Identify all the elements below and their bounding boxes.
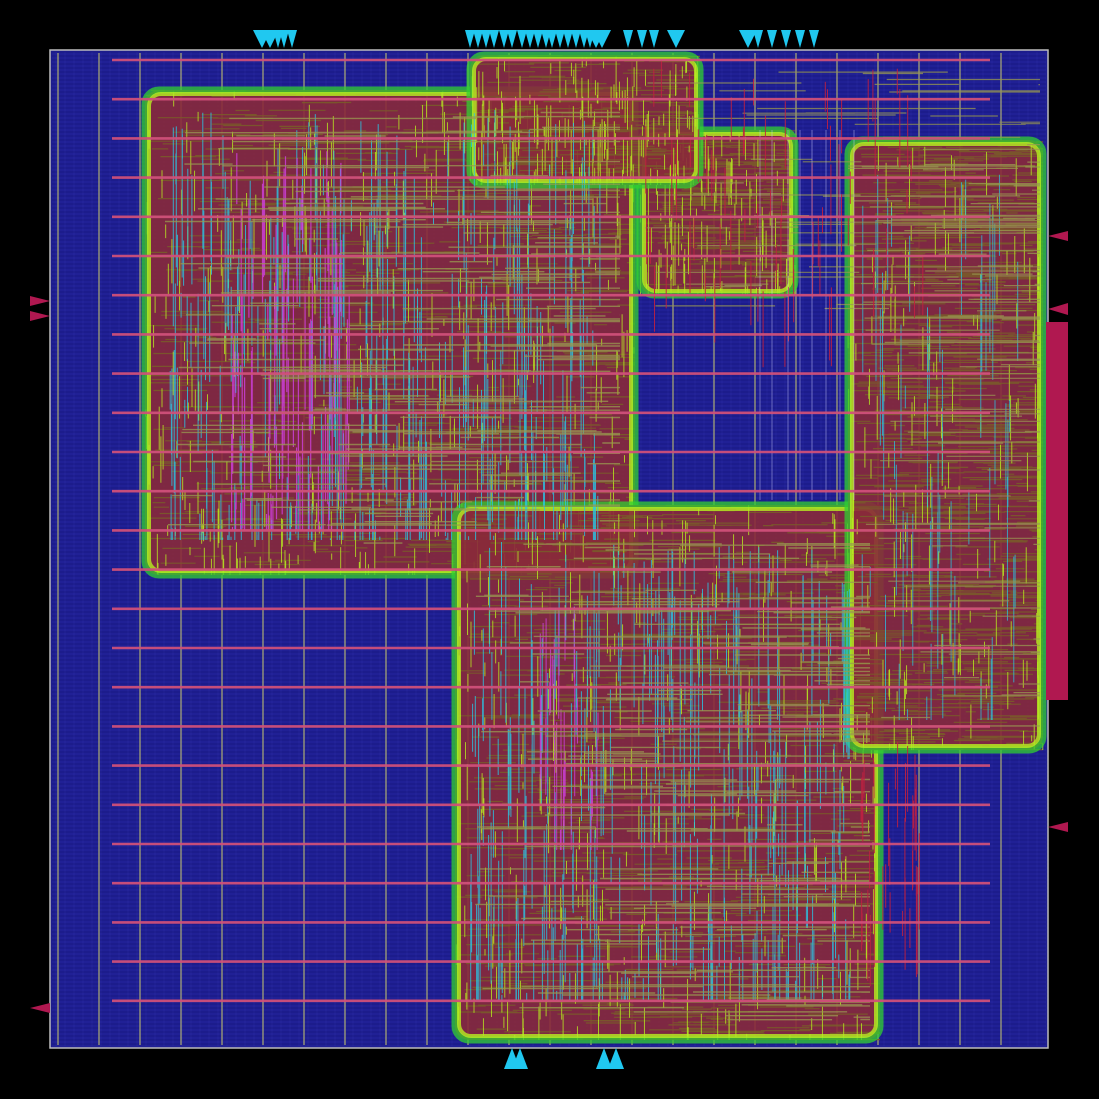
- block-edge-lime: [147, 92, 633, 573]
- triangle-down-icon[interactable]: [525, 30, 535, 48]
- triangle-down-icon[interactable]: [649, 30, 659, 48]
- triangle-down-icon[interactable]: [739, 30, 757, 48]
- horizontal-power-stripes: [112, 58, 990, 1003]
- routing-olive-right: [861, 161, 1040, 727]
- triangle-down-icon[interactable]: [481, 30, 491, 48]
- triangle-down-icon[interactable]: [473, 30, 483, 48]
- triangle-left-icon[interactable]: [1048, 231, 1068, 241]
- triangle-down-icon[interactable]: [809, 30, 819, 48]
- triangle-up-icon[interactable]: [512, 1048, 528, 1069]
- routing-cyan-bottom: [470, 542, 851, 1000]
- triangle-down-icon[interactable]: [593, 30, 611, 48]
- triangle-right-icon[interactable]: [30, 296, 50, 306]
- triangle-down-icon[interactable]: [489, 30, 499, 48]
- block-fill: [848, 140, 1043, 750]
- triangle-down-icon[interactable]: [465, 30, 475, 48]
- block-edge-green: [451, 501, 884, 1044]
- triangle-down-icon[interactable]: [499, 30, 509, 48]
- triangle-up-icon[interactable]: [608, 1048, 624, 1069]
- triangle-down-icon[interactable]: [279, 30, 289, 48]
- block-edge-lime: [850, 142, 1041, 748]
- triangle-right-icon[interactable]: [30, 1003, 50, 1013]
- triangle-left-icon[interactable]: [1048, 822, 1068, 832]
- triangle-down-icon[interactable]: [667, 30, 685, 48]
- triangle-down-icon[interactable]: [517, 30, 527, 48]
- block-edge-lime: [642, 132, 793, 293]
- triangle-left-icon[interactable]: [1048, 303, 1068, 315]
- triangle-down-icon[interactable]: [533, 30, 543, 48]
- block-edge-green: [141, 86, 639, 579]
- triangle-down-icon[interactable]: [287, 30, 297, 48]
- triangle-down-icon[interactable]: [555, 30, 565, 48]
- triangle-up-icon[interactable]: [596, 1048, 612, 1069]
- block-edge-green: [844, 136, 1047, 754]
- triangle-down-icon[interactable]: [623, 30, 633, 48]
- triangle-down-icon[interactable]: [637, 30, 647, 48]
- macro-block-top-band[interactable]: [466, 51, 704, 189]
- right-power-bus: [1046, 322, 1068, 700]
- routing-pale-nets: [759, 130, 855, 500]
- triangle-down-icon[interactable]: [795, 30, 805, 48]
- block-edge-lime: [457, 507, 878, 1038]
- macro-blocks: [141, 51, 1047, 1044]
- triangle-right-icon[interactable]: [30, 311, 50, 321]
- triangle-down-icon[interactable]: [781, 30, 791, 48]
- triangle-down-icon[interactable]: [753, 30, 763, 48]
- block-edge-green: [466, 51, 704, 189]
- io-pins: [30, 30, 1068, 1069]
- triangle-down-icon[interactable]: [571, 30, 581, 48]
- triangle-down-icon[interactable]: [507, 30, 517, 48]
- triangle-down-icon[interactable]: [767, 30, 777, 48]
- triangle-down-icon[interactable]: [547, 30, 557, 48]
- triangle-down-icon[interactable]: [563, 30, 573, 48]
- block-fill: [470, 55, 700, 185]
